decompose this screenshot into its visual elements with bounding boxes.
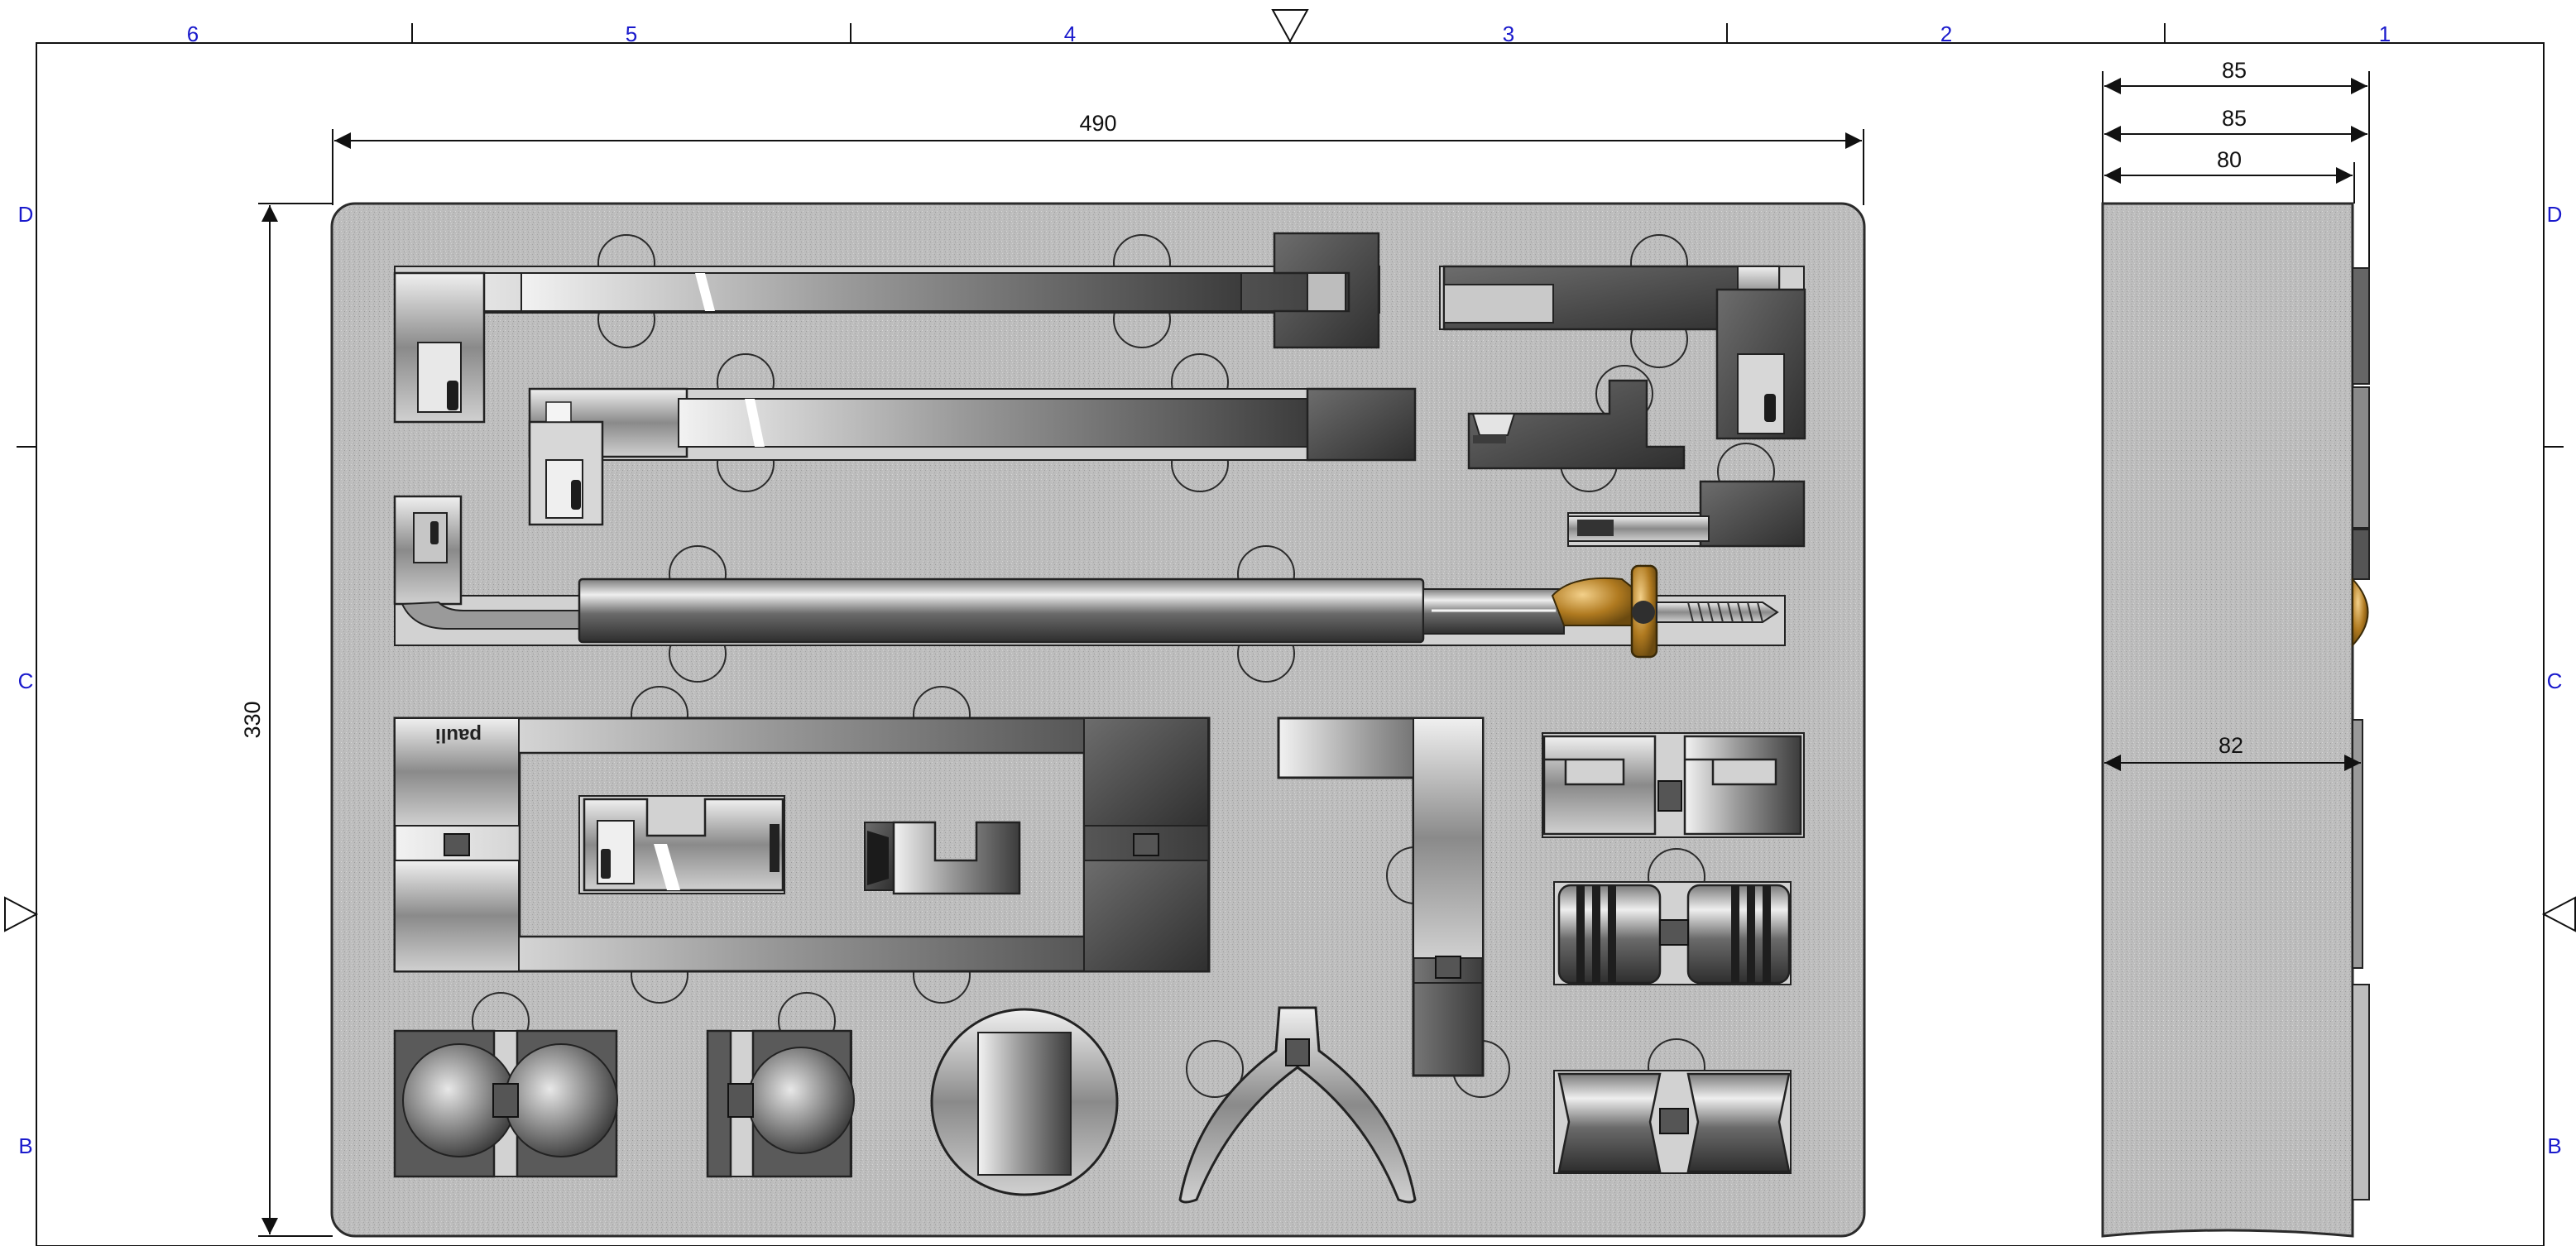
svg-text:330: 330: [240, 701, 265, 738]
front-height-dimension: 330: [240, 203, 333, 1237]
column-label: 5: [626, 22, 637, 46]
row-label-right: D: [2547, 202, 2563, 227]
door-knob-pair-ringed: [1553, 881, 1792, 985]
short-arm-clamp: [1439, 265, 1806, 440]
wall-bracket: [1567, 480, 1806, 548]
row-label-left: B: [18, 1133, 32, 1158]
glass-tongs: [1178, 1006, 1417, 1204]
support-tube-with-screw: [393, 495, 1786, 659]
svg-text:85: 85: [2222, 106, 2247, 131]
row-label-right: C: [2547, 669, 2563, 693]
brand-text: pauli: [435, 724, 482, 746]
front-width-dimension: 490: [332, 111, 1864, 205]
svg-text:490: 490: [1079, 111, 1116, 136]
center-mark-top-icon: [1271, 9, 1309, 44]
long-arm-clamp-top: [393, 232, 1380, 424]
column-label: 1: [2379, 22, 2391, 46]
round-cover-disc: [930, 1008, 1119, 1196]
column-label: 6: [187, 22, 199, 46]
l-bracket: [1277, 716, 1485, 1077]
angle-connector: [1467, 379, 1686, 470]
door-knob-pair-waisted: [1553, 1070, 1792, 1174]
side-view-tray: 82: [2101, 202, 2370, 1238]
clamp-frame: pauli: [393, 716, 1211, 973]
center-mark-right-icon: [2541, 896, 2576, 932]
column-label: 4: [1064, 22, 1076, 46]
svg-text:82: 82: [2219, 733, 2243, 758]
side-view-dimensions: 85 85 80: [2102, 58, 2370, 273]
column-label: 2: [1940, 22, 1952, 46]
spherical-knob-clamp-left: [393, 1029, 618, 1178]
grid-labels: 6 5 4 3 2 1 D C B D C B: [18, 22, 2563, 1158]
long-arm-clamp-middle: [528, 387, 1417, 526]
center-mark-left-icon: [4, 896, 39, 932]
drawing-frame: [4, 9, 2576, 1246]
glass-clamp-pair: [1542, 732, 1805, 838]
spherical-knob-clamp-right: [706, 1029, 855, 1178]
svg-text:80: 80: [2217, 147, 2242, 172]
svg-text:85: 85: [2222, 58, 2247, 83]
row-label-right: B: [2547, 1133, 2561, 1158]
column-label: 3: [1503, 22, 1514, 46]
row-label-left: D: [18, 202, 34, 227]
row-label-left: C: [18, 669, 34, 693]
